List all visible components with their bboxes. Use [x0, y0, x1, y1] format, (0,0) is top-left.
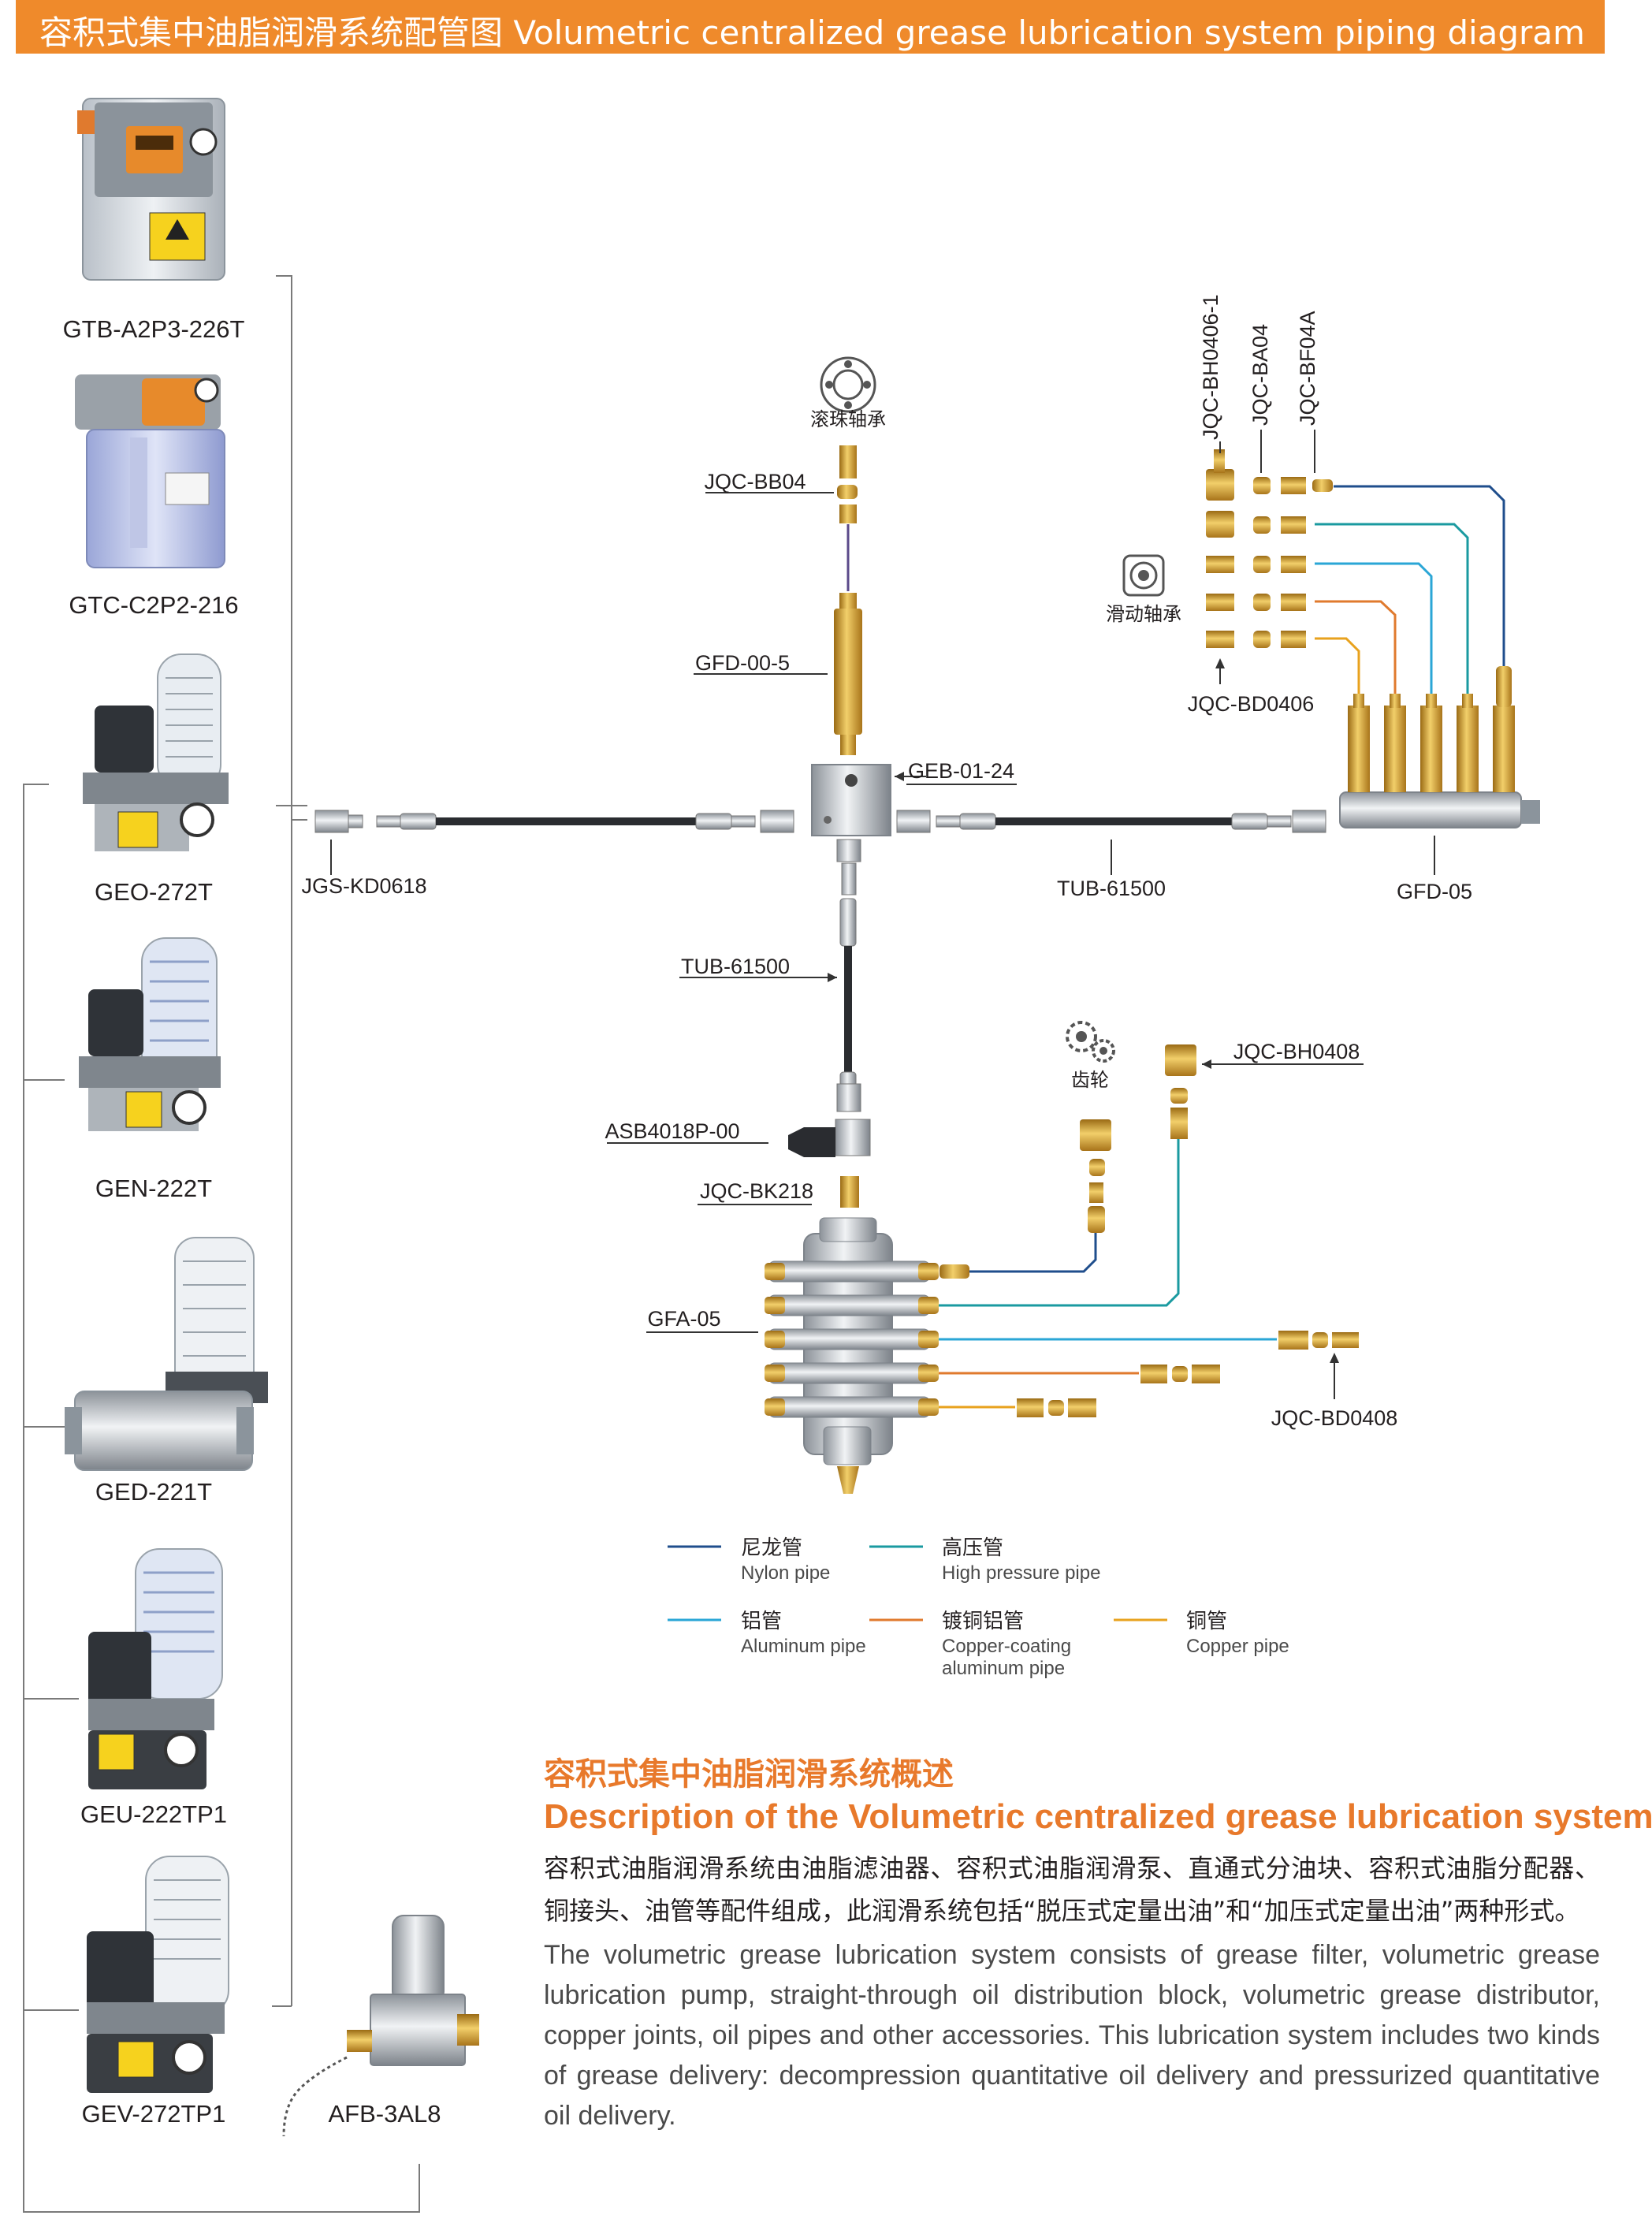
label-tub-right: TUB-61500	[1057, 877, 1166, 900]
legend-aluminum-en: Aluminum pipe	[741, 1636, 866, 1657]
page-title: 容积式集中油脂润滑系统配管图 Volumetric centralized gr…	[39, 13, 1585, 52]
distributor-gfa-05	[765, 1217, 939, 1494]
label-jqc-bd0406: JQC-BD0406	[1188, 692, 1315, 716]
fitting-jqc-bb04	[837, 445, 858, 523]
label-ball-bearing: 滚珠轴承	[810, 408, 886, 430]
pipe-high-pressure-right	[1315, 523, 1469, 694]
block-geb-01-24	[811, 764, 891, 836]
pump-geu-image	[88, 1548, 223, 1789]
label-geb-01-24: GEB-01-24	[908, 759, 1014, 783]
description-title-en: Description of the Volumetric centralize…	[544, 1797, 1652, 1836]
pipe-copper-right	[1315, 637, 1360, 694]
pipe-high-pressure-bottom	[969, 1230, 1097, 1273]
pipe-aluminum-right	[1315, 562, 1433, 694]
legend-copper-coating-en-1: Copper-coating	[942, 1636, 1071, 1657]
label-gear: 齿轮	[1071, 1069, 1109, 1091]
fittings-bottom	[939, 1044, 1359, 1417]
pipe-copper-coating-right	[1315, 600, 1397, 694]
pump-gtb-image	[77, 98, 225, 281]
label-jqc-bf04a: JQC-BF04A	[1296, 311, 1319, 426]
pump-gen-label: GEN-222T	[95, 1175, 212, 1202]
title-banner: 容积式集中油脂润滑系统配管图 Volumetric centralized gr…	[16, 0, 1605, 54]
pump-geo-image	[83, 653, 229, 851]
legend-high-pressure-cn: 高压管	[942, 1536, 1003, 1560]
slide-bearing-icon	[1122, 554, 1165, 597]
pump-ged-image	[65, 1237, 268, 1471]
pump-bracket-lines	[23, 275, 420, 2213]
fitting-jqc-bk218	[840, 1176, 859, 1208]
label-slide-bearing: 滑动轴承	[1106, 603, 1181, 625]
pipe-aluminum-bottom	[939, 1139, 1180, 1307]
filter-afb-image	[282, 1915, 479, 2137]
filter-gfd-00-5	[834, 593, 862, 755]
legend-aluminum-cn: 铝管	[741, 1610, 782, 1633]
valve-asb4018p-00	[788, 1119, 871, 1157]
filter-afb-label: AFB-3AL8	[328, 2100, 441, 2128]
pump-gev-label: GEV-272TP1	[82, 2100, 226, 2128]
ball-bearing-icon	[820, 356, 876, 413]
description-section: 容积式集中油脂润滑系统概述 Description of the Volumet…	[544, 1754, 1652, 2136]
label-jqc-bk218: JQC-BK218	[700, 1179, 813, 1203]
description-title-cn: 容积式集中油脂润滑系统概述	[544, 1756, 954, 1793]
pump-gen-image	[79, 937, 221, 1131]
pump-ged-label: GED-221T	[95, 1478, 212, 1506]
arrow-bh0408	[1202, 1059, 1211, 1069]
bracket-oil-pumps	[276, 275, 292, 806]
pump-gtc-image	[75, 374, 225, 568]
pump-gtc-label: GTC-C2P2-216	[69, 591, 238, 619]
legend-nylon-cn: 尼龙管	[741, 1536, 802, 1560]
legend-high-pressure-en: High pressure pipe	[942, 1562, 1100, 1584]
arrow-bd0408	[1330, 1353, 1339, 1363]
legend-copper-coating-en-2: aluminum pipe	[942, 1658, 1065, 1679]
hose-down	[836, 839, 861, 1112]
label-gfd-00-5: GFD-00-5	[695, 651, 790, 675]
label-asb4018p-00: ASB4018P-00	[605, 1119, 739, 1143]
pump-geo-label: GEO-272T	[95, 878, 213, 906]
pipes-bottom-distributor	[939, 1139, 1277, 1409]
distributor-gfd-05	[1339, 666, 1540, 828]
label-tub-down: TUB-61500	[681, 955, 790, 978]
label-jqc-bh0408: JQC-BH0408	[1233, 1040, 1360, 1063]
description-body-cn: 容积式油脂润滑系统由油脂滤油器、容积式油脂润滑泵、直通式分油块、容积式油脂分配器…	[544, 1853, 1600, 1926]
legend: 尼龙管 Nylon pipe 高压管 High pressure pipe 铝管…	[668, 1536, 1289, 1679]
gear-icon	[1066, 1021, 1115, 1063]
legend-copper-cn: 铜管	[1186, 1610, 1227, 1633]
label-gfa-05: GFA-05	[647, 1307, 720, 1331]
label-jqc-ba04: JQC-BA04	[1248, 324, 1272, 426]
label-jqc-bh0406-1: JQC-BH0406-1	[1199, 294, 1222, 440]
label-gfd-05: GFD-05	[1397, 880, 1472, 903]
arrow-bd0406	[1215, 658, 1225, 668]
pump-geu-label: GEU-222TP1	[80, 1800, 227, 1828]
arrow-geb	[895, 772, 904, 781]
label-jqc-bb04: JQC-BB04	[704, 470, 806, 493]
legend-nylon-en: Nylon pipe	[741, 1562, 830, 1584]
hose-left	[376, 810, 794, 833]
label-jgs-kd0618: JGS-KD0618	[301, 874, 426, 898]
legend-copper-en: Copper pipe	[1186, 1636, 1289, 1657]
label-jqc-bd0408: JQC-BD0408	[1271, 1406, 1398, 1430]
legend-copper-coating-cn: 镀铜铝管	[942, 1610, 1024, 1633]
pump-gev-image	[87, 1856, 229, 2093]
hose-right	[896, 810, 1326, 833]
arrow-tub-down	[828, 973, 837, 982]
fittings-right-column	[1206, 449, 1333, 648]
fitting-jgs-kd0618	[314, 810, 363, 833]
pipe-nylon-right	[1334, 485, 1505, 666]
pipes-right-distributor	[1315, 485, 1505, 694]
pump-gtb-label: GTB-A2P3-226T	[63, 315, 245, 343]
description-body-en: The volumetric grease lubrication system…	[544, 1940, 1600, 2131]
